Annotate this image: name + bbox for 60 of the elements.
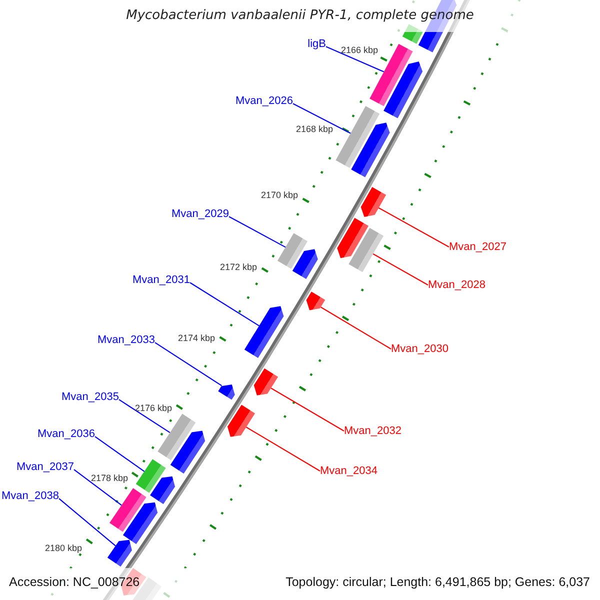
position-label: 2176 kbp: [135, 403, 172, 413]
gene-label: Mvan_2030: [391, 343, 448, 355]
leader-line: [372, 253, 428, 286]
position-label: 2168 kbp: [296, 124, 334, 134]
gene-label: Mvan_2035: [62, 391, 119, 403]
leader-line: [74, 469, 122, 506]
gene-bar: [336, 106, 380, 168]
leader-line: [118, 399, 170, 434]
gene-block: [122, 502, 158, 544]
leader-line: [190, 282, 260, 326]
footer-text: Accession: NC_008726: [9, 575, 140, 589]
gene-block: [254, 368, 278, 396]
gene-bar: [277, 233, 308, 269]
gene-block: [218, 384, 235, 400]
gene-label: Mvan_2032: [344, 425, 402, 437]
gene-block: [360, 187, 386, 218]
leader-line: [154, 342, 222, 386]
gene-label: ligB: [308, 38, 326, 50]
leader-line: [228, 216, 286, 248]
gene-bar: [402, 24, 424, 44]
position-label: 2178 kbp: [91, 473, 128, 483]
leader-line: [94, 436, 145, 472]
gene-label: Mvan_2034: [320, 465, 378, 477]
gene-bar: [158, 414, 196, 460]
gene-block: [292, 249, 318, 279]
position-label: 2172 kbp: [220, 262, 258, 272]
gene-label: Mvan_2036: [38, 428, 95, 440]
gene-label: Mvan_2033: [98, 334, 155, 346]
gene-block: [170, 430, 206, 474]
gene-block: [351, 122, 390, 178]
leader-line: [246, 426, 320, 472]
gene-label: Mvan_2028: [428, 279, 486, 291]
gene-label: Mvan_2037: [16, 461, 74, 473]
position-label: 2174 kbp: [178, 333, 216, 343]
gene-label: Mvan_2029: [172, 208, 229, 220]
gene-label: Mvan_2038: [2, 490, 59, 502]
position-label: 2180 kbp: [45, 543, 82, 553]
leader-line: [292, 103, 351, 134]
footer-text: Topology: circular; Length: 6,491,865 bp; Genes: 6,037: [286, 575, 590, 589]
gene-block: [107, 540, 132, 567]
gene-block: [384, 62, 423, 118]
leader-line: [378, 207, 450, 248]
position-label: 2170 kbp: [261, 190, 298, 200]
gene-block: [244, 306, 284, 358]
gene-block: [227, 404, 255, 437]
leader-line: [326, 46, 384, 72]
gene-block: [306, 292, 326, 310]
leader-line: [270, 388, 344, 432]
position-label: 2166 kbp: [341, 45, 378, 55]
gene-block: [150, 476, 176, 504]
gene-bar: [136, 459, 166, 493]
leader-line: [320, 306, 392, 350]
title: Mycobacterium vanbaalenii PYR-1, complete genome: [125, 8, 475, 23]
leader-line: [58, 498, 116, 546]
gene-bar: [110, 488, 146, 532]
gene-bar: [348, 228, 384, 272]
gene-block: [337, 218, 369, 258]
gene-label: Mvan_2027: [449, 241, 506, 253]
gene-label: Mvan_2026: [236, 95, 293, 107]
gene-label: Mvan_2031: [132, 274, 190, 286]
